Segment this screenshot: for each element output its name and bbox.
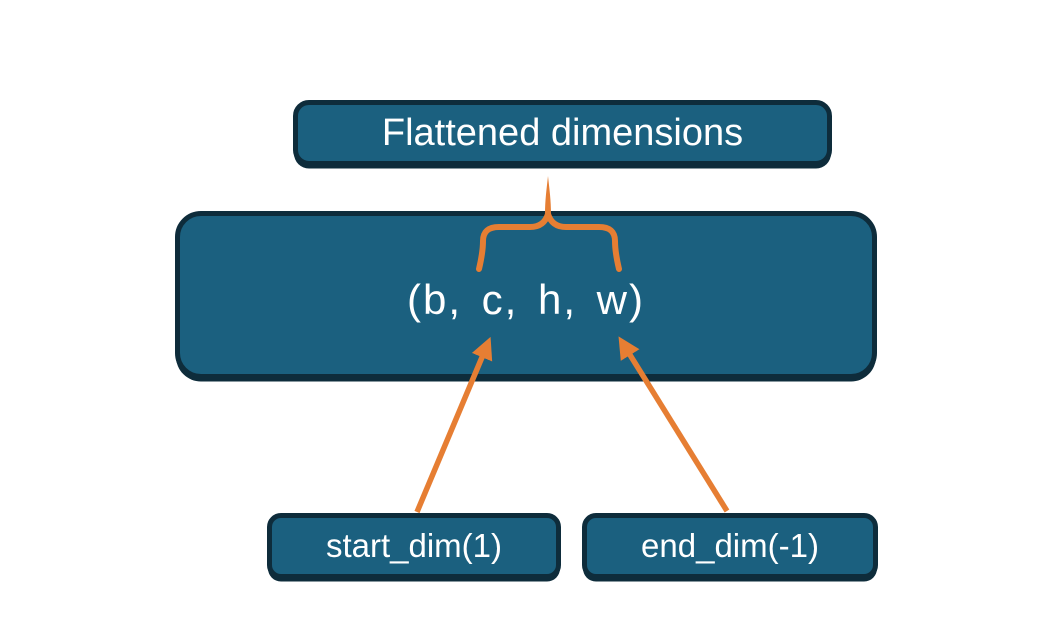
start-dim-box: start_dim(1) <box>267 513 561 579</box>
flattened-dimensions-label: Flattened dimensions <box>381 111 744 154</box>
brace-stem <box>545 176 551 215</box>
end-dim-label: end_dim(-1) <box>641 527 819 564</box>
flattened-dimensions-box: Flattened dimensions <box>293 100 832 166</box>
tensor-shape-box: (b, c, h, w) <box>175 211 877 379</box>
start-dim-label: start_dim(1) <box>325 527 503 564</box>
tensor-shape-label: (b, c, h, w) <box>406 276 646 323</box>
end-dim-box: end_dim(-1) <box>582 513 878 579</box>
